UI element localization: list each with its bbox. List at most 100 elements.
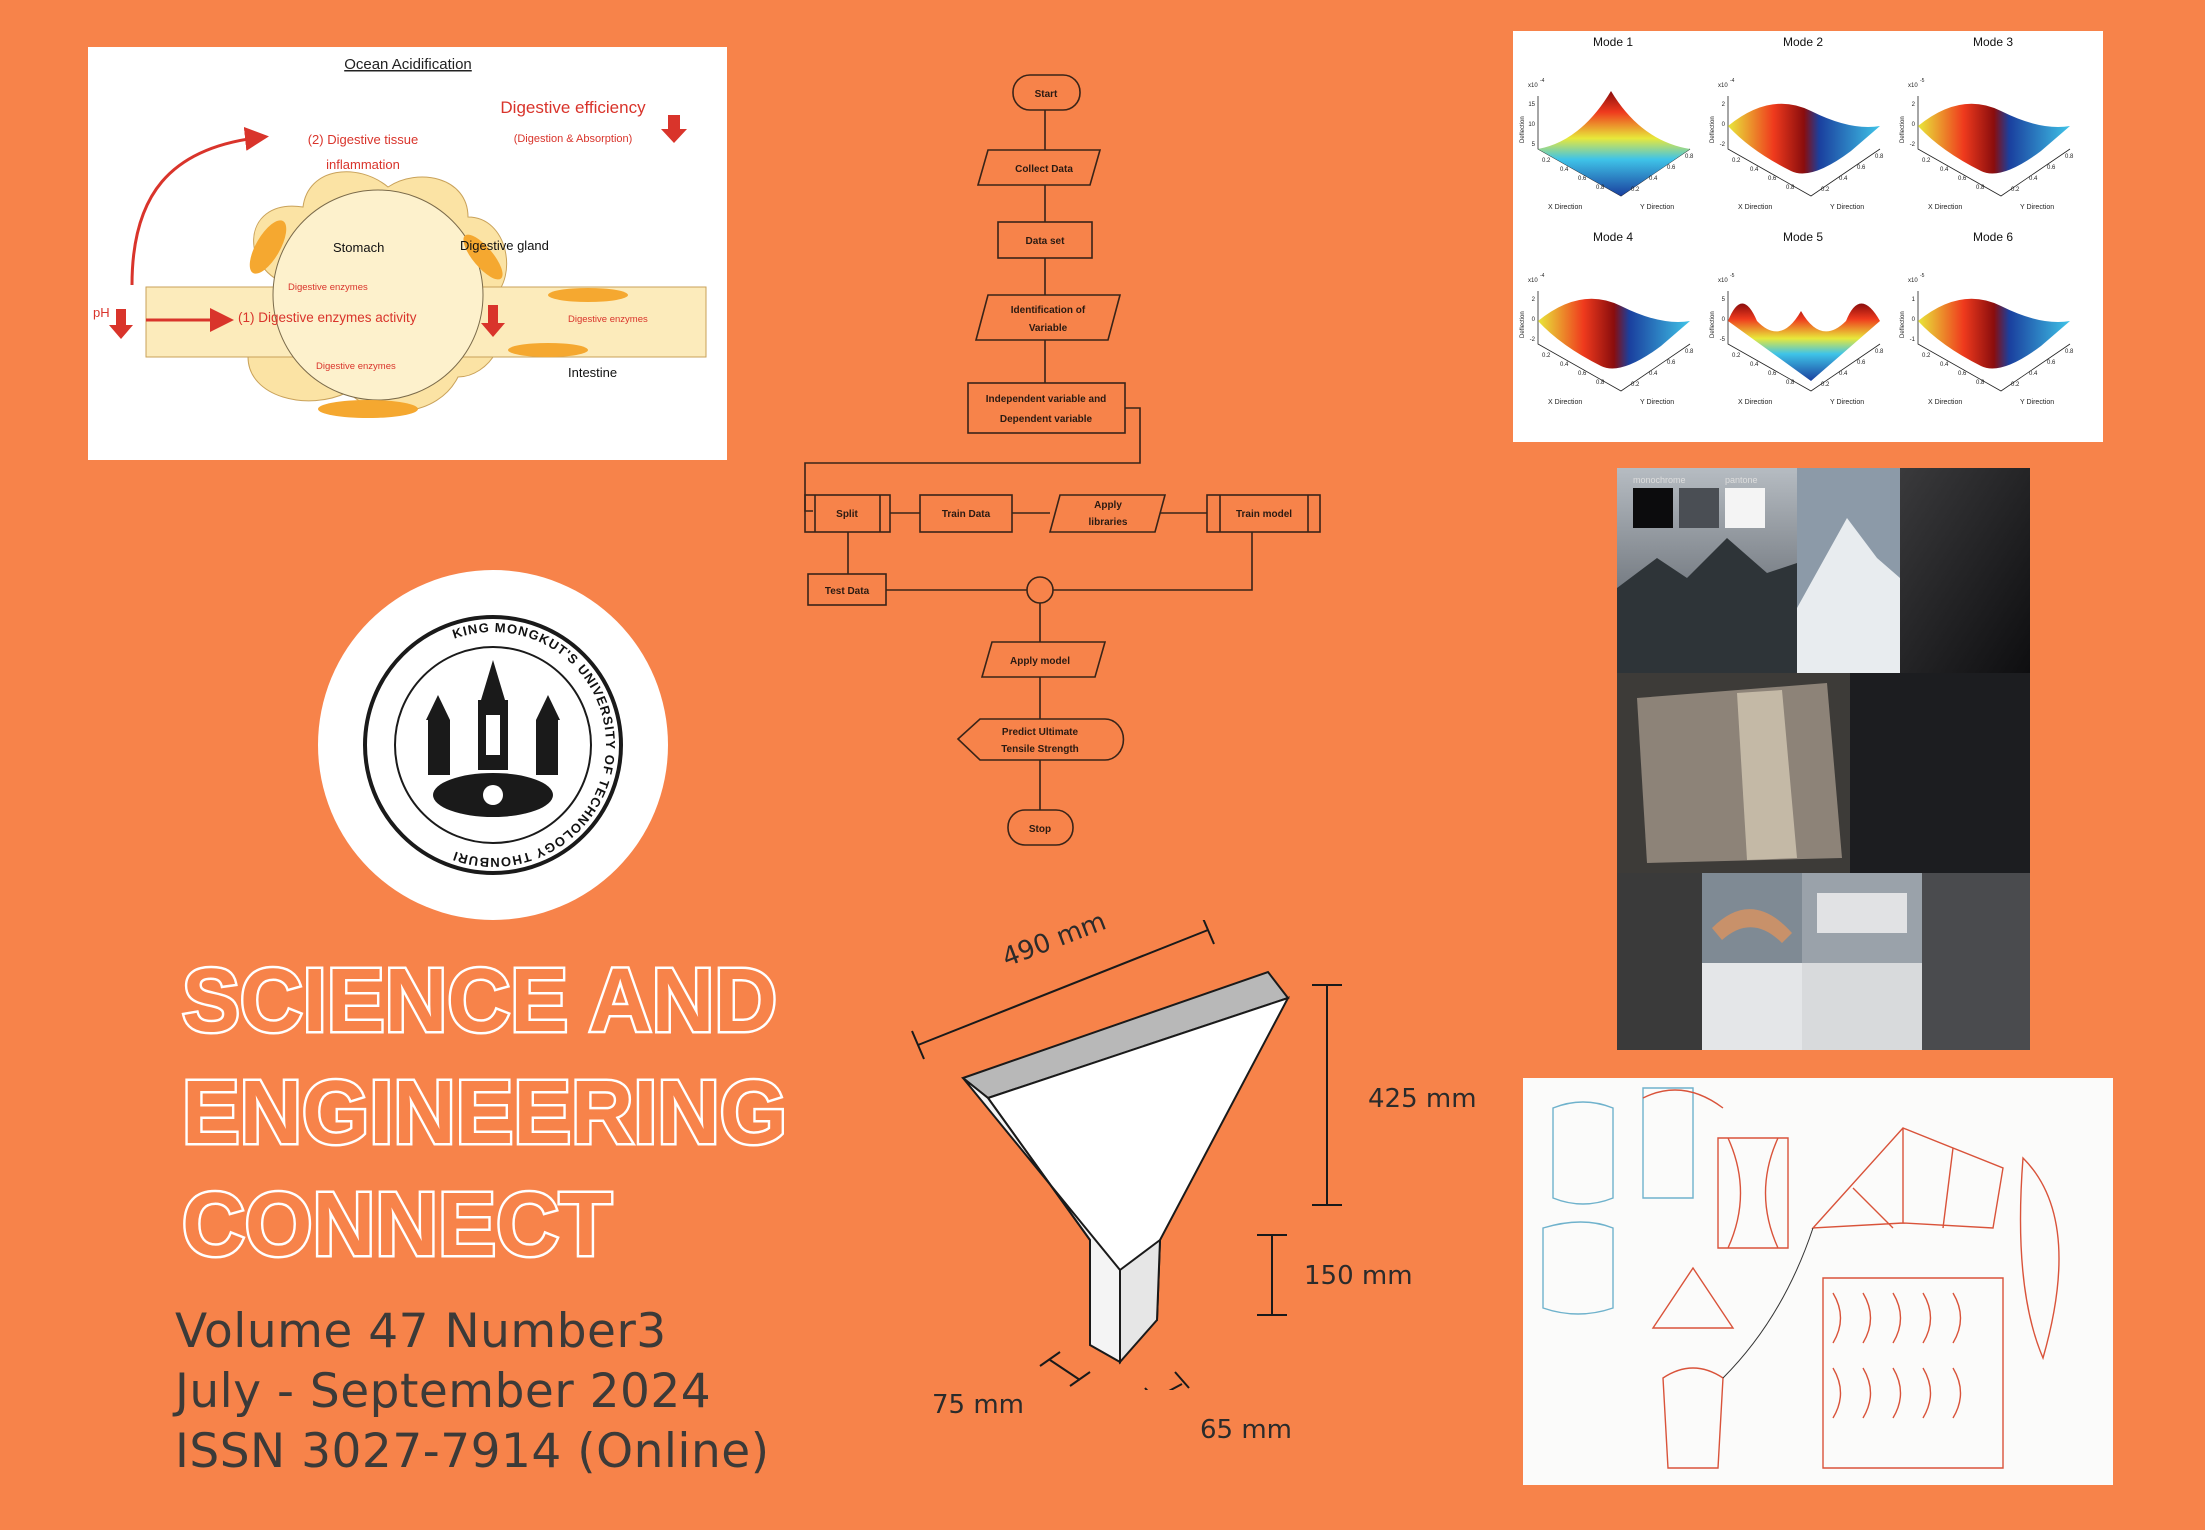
z-tick: 5	[1722, 297, 1726, 303]
z-tick: -1	[1910, 337, 1916, 343]
y-tick: 0.6	[1857, 360, 1866, 366]
z-tick: 10	[1528, 122, 1535, 128]
title-line-2: ENGINEERING	[182, 1063, 787, 1163]
x-tick: 0.2	[1542, 158, 1551, 164]
stomach-label: Stomach	[333, 240, 384, 255]
z-label: Deflection	[1710, 116, 1716, 143]
title-line-3: CONNECT	[182, 1175, 612, 1265]
y-label: Y Direction	[1640, 204, 1674, 211]
gland-label: Digestive gland	[460, 238, 549, 253]
x-tick: 0.4	[1560, 362, 1569, 368]
monochrome-label: monochrome	[1633, 475, 1686, 485]
mode-exp: -4	[1540, 273, 1545, 279]
y-tick: 0.8	[2065, 154, 2074, 160]
z-tick: 2	[1722, 102, 1726, 108]
flow-data-set: Data set	[1026, 236, 1066, 247]
flow-predict-2: Tensile Strength	[1001, 744, 1079, 755]
mode-plot: Mode 3x10-520-2Deflection0.20.20.40.40.6…	[1900, 35, 2074, 211]
dim-height: 425 mm	[1368, 1084, 1477, 1114]
x-tick: 0.8	[1976, 380, 1985, 386]
funnel-drawing	[911, 920, 1342, 1390]
flow-stop: Stop	[1029, 824, 1051, 835]
issn: ISSN 3027-7914 (Online)	[175, 1424, 770, 1479]
z-tick: -2	[1530, 337, 1536, 343]
y-label: Y Direction	[1830, 204, 1864, 211]
z-tick: 2	[1532, 297, 1536, 303]
z-tick: -2	[1720, 142, 1726, 148]
mode-scale: x10	[1908, 278, 1918, 284]
mode-title: Mode 1	[1593, 35, 1633, 49]
z-tick: 15	[1528, 102, 1535, 108]
y-tick: 0.8	[2065, 349, 2074, 355]
x-tick: 0.6	[1958, 176, 1967, 182]
y-tick: 0.6	[2047, 360, 2056, 366]
y-tick: 0.4	[2029, 176, 2038, 182]
y-label: Y Direction	[1640, 399, 1674, 406]
z-tick: 0	[1532, 317, 1536, 323]
ml-flowchart: Start Collect Data Data set Identificati…	[804, 74, 1321, 846]
x-label: X Direction	[1928, 399, 1962, 406]
flow-start: Start	[1035, 89, 1058, 100]
flow-split: Split	[836, 509, 858, 520]
ocean-acidification-figure: Ocean Acidification Digestive efficiency…	[88, 47, 727, 460]
x-tick: 0.2	[1922, 353, 1931, 359]
x-label: X Direction	[1548, 204, 1582, 211]
flow-identification-2: Variable	[1029, 323, 1068, 334]
z-tick: 5	[1532, 142, 1536, 148]
tissue-label: (2) Digestive tissue	[308, 132, 419, 147]
y-tick: 0.4	[1839, 371, 1848, 377]
flow-variables-2: Dependent variable	[1000, 414, 1093, 425]
down-arrow-icon	[661, 115, 687, 143]
material-moodboard: monochrome pantone	[1617, 468, 2030, 1050]
y-tick: 0.4	[1839, 176, 1848, 182]
mode-exp: -5	[1920, 78, 1925, 84]
x-label: X Direction	[1548, 399, 1582, 406]
design-sketch	[1523, 1078, 2113, 1485]
issue-period: July - September 2024	[175, 1364, 712, 1419]
x-tick: 0.8	[1786, 380, 1795, 386]
mode-title: Mode 3	[1973, 35, 2013, 49]
enzymes-label-2: Digestive enzymes	[568, 314, 648, 325]
svg-text:KING MONGKUT'S UNIVERSITY OF T: KING MONGKUT'S UNIVERSITY OF TECHNOLOGY …	[450, 620, 618, 870]
pantone-label: pantone	[1725, 475, 1758, 485]
dim-neck: 150 mm	[1304, 1261, 1413, 1291]
x-tick: 0.6	[1578, 176, 1587, 182]
z-tick: 0	[1722, 122, 1726, 128]
title-line-1: SCIENCE AND	[182, 951, 777, 1051]
x-label: X Direction	[1928, 204, 1962, 211]
volume-number: Volume 47 Number3	[175, 1304, 667, 1359]
y-tick: 0.6	[1667, 165, 1676, 171]
mode-exp: -4	[1730, 78, 1735, 84]
intestine-label: Intestine	[568, 365, 617, 380]
y-tick: 0.6	[1667, 360, 1676, 366]
mode-plot: Mode 1x10-415105Deflection0.20.20.40.40.…	[1520, 35, 1694, 211]
kmutt-seal-logo: KING MONGKUT'S UNIVERSITY OF TECHNOLOGY …	[318, 570, 668, 920]
efficiency-sub: (Digestion & Absorption)	[514, 133, 633, 145]
journal-title: SCIENCE AND ENGINEERING CONNECT	[180, 949, 790, 1266]
x-tick: 0.4	[1750, 362, 1759, 368]
down-arrow-icon	[109, 309, 133, 339]
x-label: X Direction	[1738, 399, 1772, 406]
z-label: Deflection	[1520, 311, 1526, 338]
mode-scale: x10	[1528, 278, 1538, 284]
z-label: Deflection	[1710, 311, 1716, 338]
flow-test-data: Test Data	[825, 586, 870, 597]
x-tick: 0.8	[1976, 185, 1985, 191]
x-tick: 0.4	[1560, 167, 1569, 173]
issue-info: Volume 47 Number3 July - September 2024 …	[175, 1302, 770, 1482]
mode-title: Mode 6	[1973, 230, 2013, 244]
y-tick: 0.4	[2029, 371, 2038, 377]
x-tick: 0.6	[1768, 176, 1777, 182]
y-tick: 0.4	[1649, 371, 1658, 377]
flow-identification: Identification of	[1011, 305, 1086, 316]
y-tick: 0.8	[1875, 349, 1884, 355]
y-tick: 0.8	[1875, 154, 1884, 160]
y-tick: 0.2	[2011, 187, 2020, 193]
x-tick: 0.6	[1958, 371, 1967, 377]
mode-scale: x10	[1718, 83, 1728, 89]
x-tick: 0.6	[1578, 371, 1587, 377]
y-tick: 0.2	[2011, 382, 2020, 388]
enzymes-label-3: Digestive enzymes	[316, 361, 396, 372]
z-label: Deflection	[1900, 311, 1906, 338]
